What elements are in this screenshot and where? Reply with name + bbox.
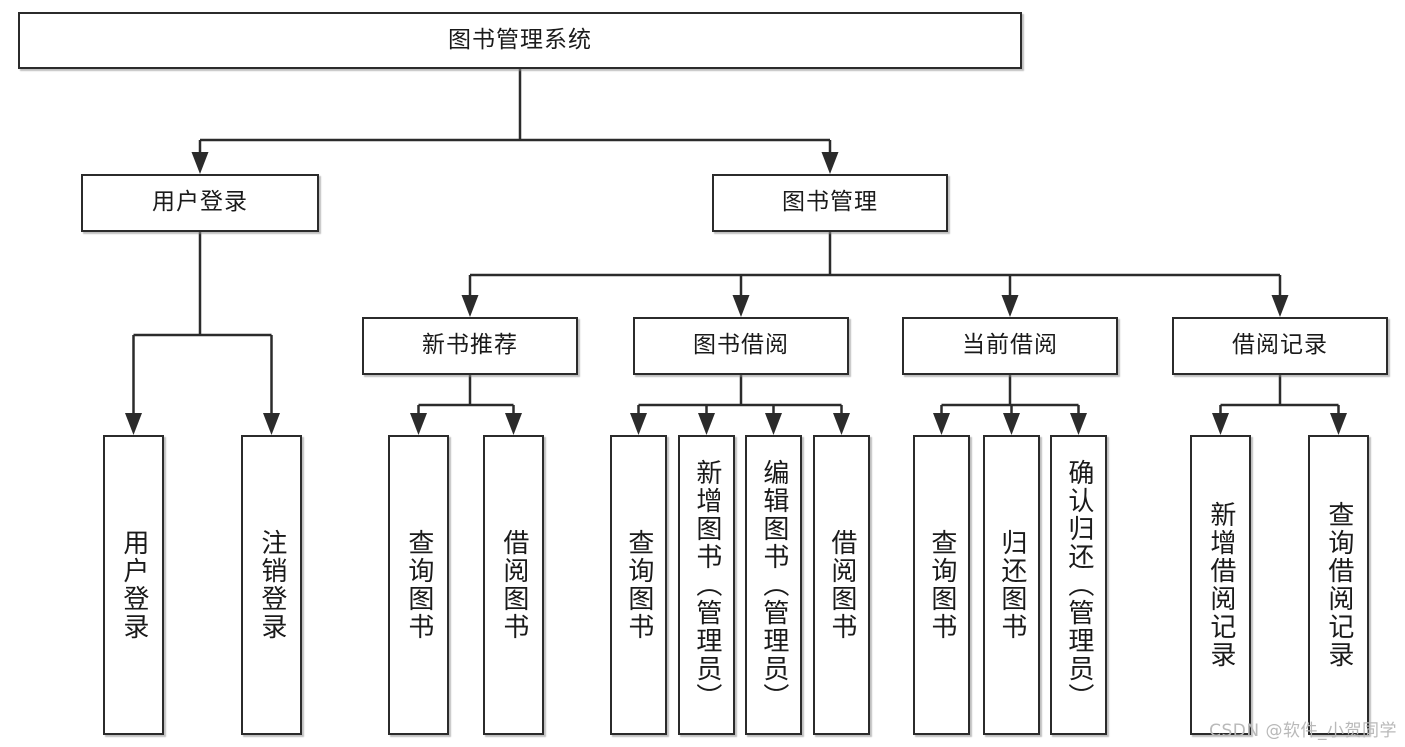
node-leaf-edit-book-admin[interactable]: 编辑图书（管理员） — [745, 435, 802, 735]
arrowhead-icon — [732, 295, 750, 317]
node-root[interactable]: 图书管理系统 — [18, 12, 1022, 69]
node-new-book-rec[interactable]: 新书推荐 — [362, 317, 578, 375]
arrowhead-icon — [1070, 413, 1087, 435]
arrowhead-icon — [1330, 413, 1347, 435]
node-leaf-return-book[interactable]: 归还图书 — [983, 435, 1040, 735]
node-leaf-add-book-admin[interactable]: 新增图书（管理员） — [678, 435, 735, 735]
arrowhead-icon — [630, 413, 647, 435]
node-label: 新书推荐 — [422, 332, 518, 359]
node-leaf-query-book-1[interactable]: 查询图书 — [388, 435, 449, 735]
arrowhead-icon — [698, 413, 715, 435]
watermark: CSDN @软件_小贺同学 — [1209, 721, 1397, 741]
node-label: 当前借阅 — [962, 332, 1058, 359]
node-label: 归还图书 — [996, 529, 1027, 641]
node-book-manage[interactable]: 图书管理 — [712, 174, 948, 232]
node-leaf-query-record[interactable]: 查询借阅记录 — [1308, 435, 1369, 735]
node-label: 图书借阅 — [693, 332, 789, 359]
arrowhead-icon — [191, 152, 209, 174]
node-label: 查询图书 — [403, 529, 434, 641]
node-leaf-query-book-2[interactable]: 查询图书 — [610, 435, 667, 735]
arrowhead-icon — [461, 295, 479, 317]
node-label: 编辑图书（管理员） — [758, 459, 789, 711]
arrowhead-icon — [821, 152, 839, 174]
node-leaf-confirm-return-admin[interactable]: 确认归还（管理员） — [1050, 435, 1107, 735]
arrowhead-icon — [1001, 295, 1019, 317]
node-label: 查询图书 — [926, 529, 957, 641]
node-label: 图书管理系统 — [448, 26, 592, 53]
node-current-borrow[interactable]: 当前借阅 — [902, 317, 1118, 375]
node-leaf-query-book-3[interactable]: 查询图书 — [913, 435, 970, 735]
arrowhead-icon — [1003, 413, 1020, 435]
arrowhead-icon — [410, 413, 427, 435]
node-leaf-add-record[interactable]: 新增借阅记录 — [1190, 435, 1251, 735]
node-label: 借阅记录 — [1232, 332, 1328, 359]
node-label: 借阅图书 — [826, 529, 857, 641]
arrowhead-icon — [765, 413, 782, 435]
node-label: 注销登录 — [256, 529, 287, 641]
arrowhead-icon — [1271, 295, 1289, 317]
node-borrow-record[interactable]: 借阅记录 — [1172, 317, 1388, 375]
node-label: 用户登录 — [152, 189, 248, 216]
node-user-login[interactable]: 用户登录 — [81, 174, 319, 232]
node-leaf-logout[interactable]: 注销登录 — [241, 435, 302, 735]
node-label: 查询图书 — [623, 529, 654, 641]
node-label: 确认归还（管理员） — [1063, 459, 1094, 711]
arrowhead-icon — [263, 413, 280, 435]
node-leaf-borrow-book-1[interactable]: 借阅图书 — [483, 435, 544, 735]
arrowhead-icon — [833, 413, 850, 435]
node-label: 新增图书（管理员） — [691, 459, 722, 711]
node-leaf-user-login[interactable]: 用户登录 — [103, 435, 164, 735]
node-label: 图书管理 — [782, 189, 878, 216]
arrowhead-icon — [505, 413, 522, 435]
node-label: 查询借阅记录 — [1323, 501, 1354, 669]
node-label: 用户登录 — [118, 529, 149, 641]
arrowhead-icon — [125, 413, 142, 435]
node-book-borrow[interactable]: 图书借阅 — [633, 317, 849, 375]
node-label: 新增借阅记录 — [1205, 501, 1236, 669]
arrowhead-icon — [1212, 413, 1229, 435]
arrowhead-icon — [933, 413, 950, 435]
node-leaf-borrow-book-2[interactable]: 借阅图书 — [813, 435, 870, 735]
node-label: 借阅图书 — [498, 529, 529, 641]
